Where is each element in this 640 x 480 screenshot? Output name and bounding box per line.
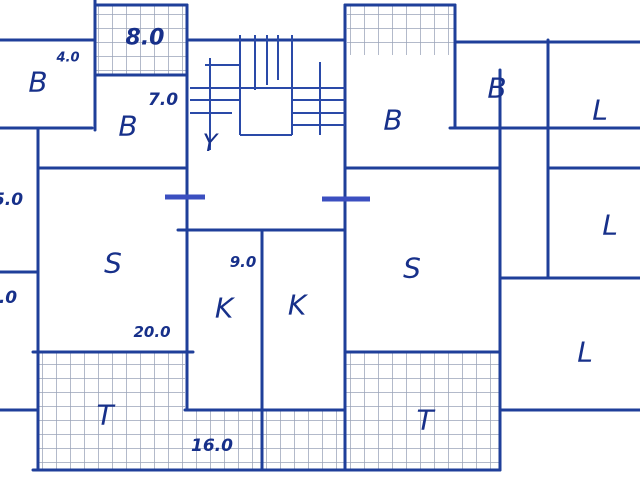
dimension-8: 8.0 bbox=[125, 25, 165, 51]
dimension-5: 5.0 bbox=[0, 190, 24, 210]
room-living-left: S bbox=[104, 246, 122, 280]
dimension-16: 16.0 bbox=[191, 436, 233, 456]
staircase bbox=[190, 35, 345, 150]
room-living-right: S bbox=[403, 251, 421, 285]
dimension-4: 4.0 bbox=[56, 50, 80, 66]
hatched-areas bbox=[38, 5, 500, 470]
dimension-20: 20.0 bbox=[133, 323, 171, 341]
room-l2: L bbox=[602, 208, 618, 242]
dimension-edge: .0 bbox=[0, 288, 18, 308]
room-bath-left-outer: B bbox=[28, 65, 48, 99]
room-l1: L bbox=[592, 93, 608, 127]
room-bath-right-outer: B bbox=[487, 71, 507, 105]
door-marks bbox=[165, 194, 370, 202]
room-l3: L bbox=[577, 335, 593, 369]
room-bath-left-inner: B bbox=[118, 109, 138, 143]
stair-arrow-label: Y bbox=[202, 129, 218, 157]
room-bath-right-inner: B bbox=[383, 103, 403, 137]
room-terrace-left: T bbox=[96, 398, 114, 432]
room-kitchen-left: K bbox=[214, 291, 234, 325]
dimension-9: 9.0 bbox=[229, 253, 257, 271]
room-terrace-right: T bbox=[416, 403, 434, 437]
dimension-7: 7.0 bbox=[147, 90, 179, 110]
room-kitchen-right: K bbox=[287, 288, 307, 322]
